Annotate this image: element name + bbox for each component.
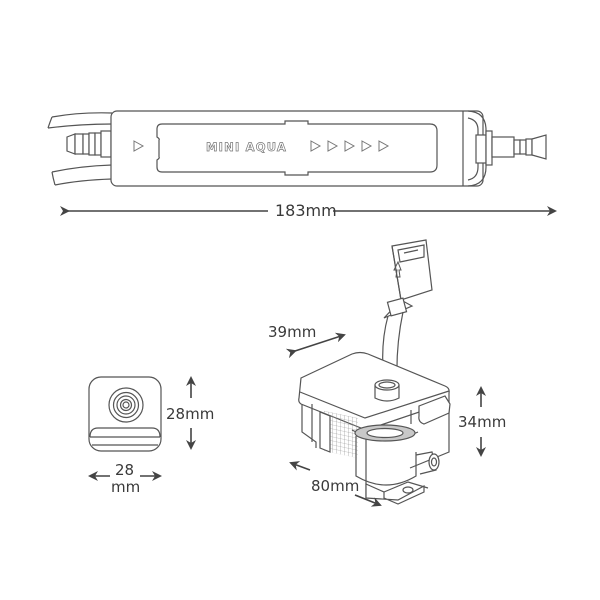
inlet-barb-icon — [66, 130, 112, 158]
end-view-dimension-arrows — [88, 376, 196, 481]
dimension-label-length: 183mm — [275, 201, 337, 220]
dimension-label-depth: 39mm — [268, 323, 317, 341]
dimension-label-reservoir-height: 34mm — [458, 413, 507, 431]
reservoir-isometric — [298, 239, 451, 505]
outlet-barb-icon — [491, 134, 547, 160]
end-cap — [462, 110, 493, 187]
dimension-label-end-width-value: 28 — [115, 461, 135, 479]
reservoir-dimension-arrows — [285, 332, 486, 507]
flow-arrows-icon — [310, 140, 390, 152]
cable-icon — [47, 112, 113, 186]
label-plate — [156, 120, 438, 176]
dimension-label-end-height: 28mm — [166, 405, 215, 423]
pump-side-view — [47, 110, 547, 187]
flow-arrow-icon — [133, 140, 145, 152]
dimension-label-end-width-unit: mm — [111, 478, 141, 496]
connector-plug-icon — [383, 239, 433, 319]
product-name-label: MINI AQUA — [206, 140, 287, 155]
dimension-label-reservoir-length: 80mm — [311, 477, 360, 495]
pump-end-view — [88, 376, 162, 452]
